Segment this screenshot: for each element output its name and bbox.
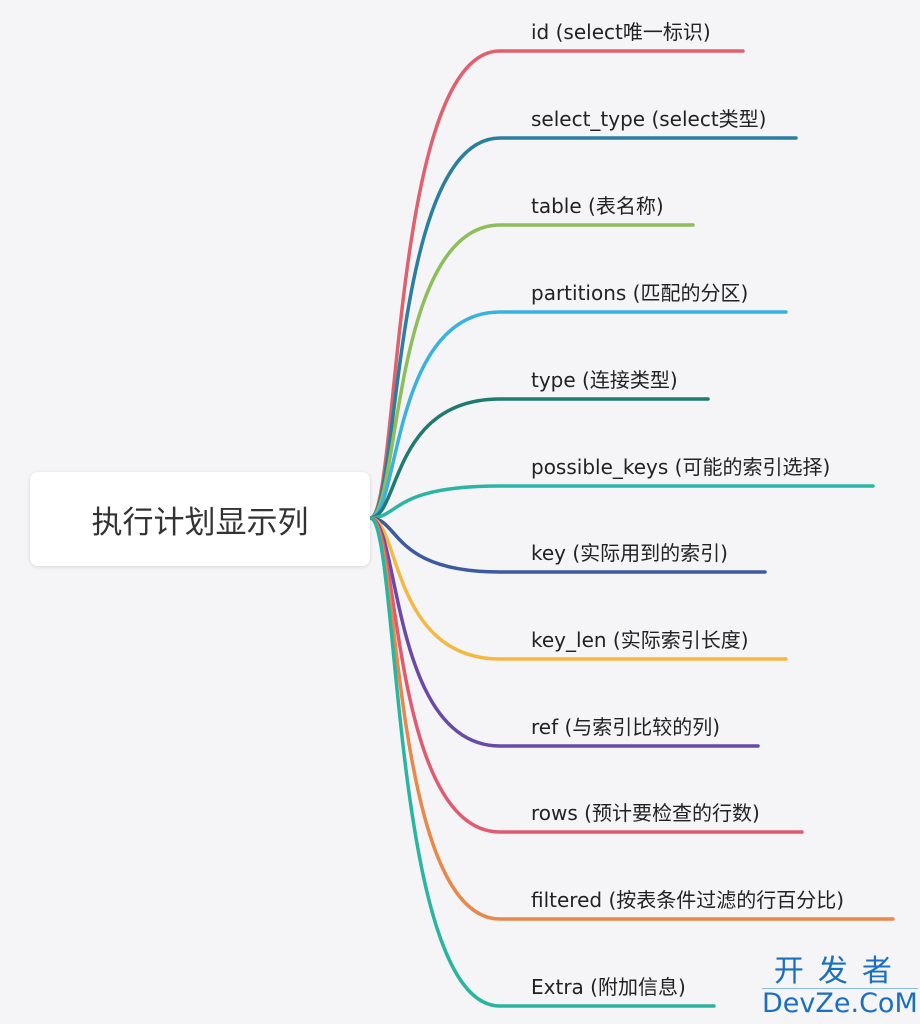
branch-node[interactable]: filtered (按表条件过滤的行百分比)	[531, 888, 845, 912]
branch-line	[368, 516, 716, 1008]
branch-line	[368, 310, 788, 520]
watermark-logo: 开发者 DevZe.CoM	[762, 956, 918, 1019]
branch-line	[368, 516, 788, 661]
branch-line	[368, 223, 695, 520]
watermark-en: DevZe.CoM	[762, 988, 918, 1019]
branch-node[interactable]: id (select唯一标识)	[531, 20, 711, 44]
branch-node[interactable]: key_len (实际索引长度)	[531, 628, 749, 652]
branch-node[interactable]: possible_keys (可能的索引选择)	[531, 455, 831, 479]
branch-node[interactable]: select_type (select类型)	[531, 107, 767, 131]
branch-node[interactable]: type (连接类型)	[531, 368, 678, 392]
branch-node[interactable]: table (表名称)	[531, 194, 664, 218]
branch-node[interactable]: key (实际用到的索引)	[531, 541, 728, 565]
branch-node[interactable]: partitions (匹配的分区)	[531, 281, 749, 305]
branch-line	[368, 516, 767, 574]
branch-line	[368, 397, 710, 520]
branch-node[interactable]: ref (与索引比较的列)	[531, 715, 721, 739]
branch-line	[368, 484, 875, 520]
root-node[interactable]: 执行计划显示列	[30, 472, 370, 566]
watermark-cn: 开发者	[762, 956, 918, 989]
branch-node[interactable]: rows (预计要检查的行数)	[531, 801, 760, 825]
branch-node[interactable]: Extra (附加信息)	[531, 975, 686, 999]
root-label: 执行计划显示列	[91, 504, 309, 541]
